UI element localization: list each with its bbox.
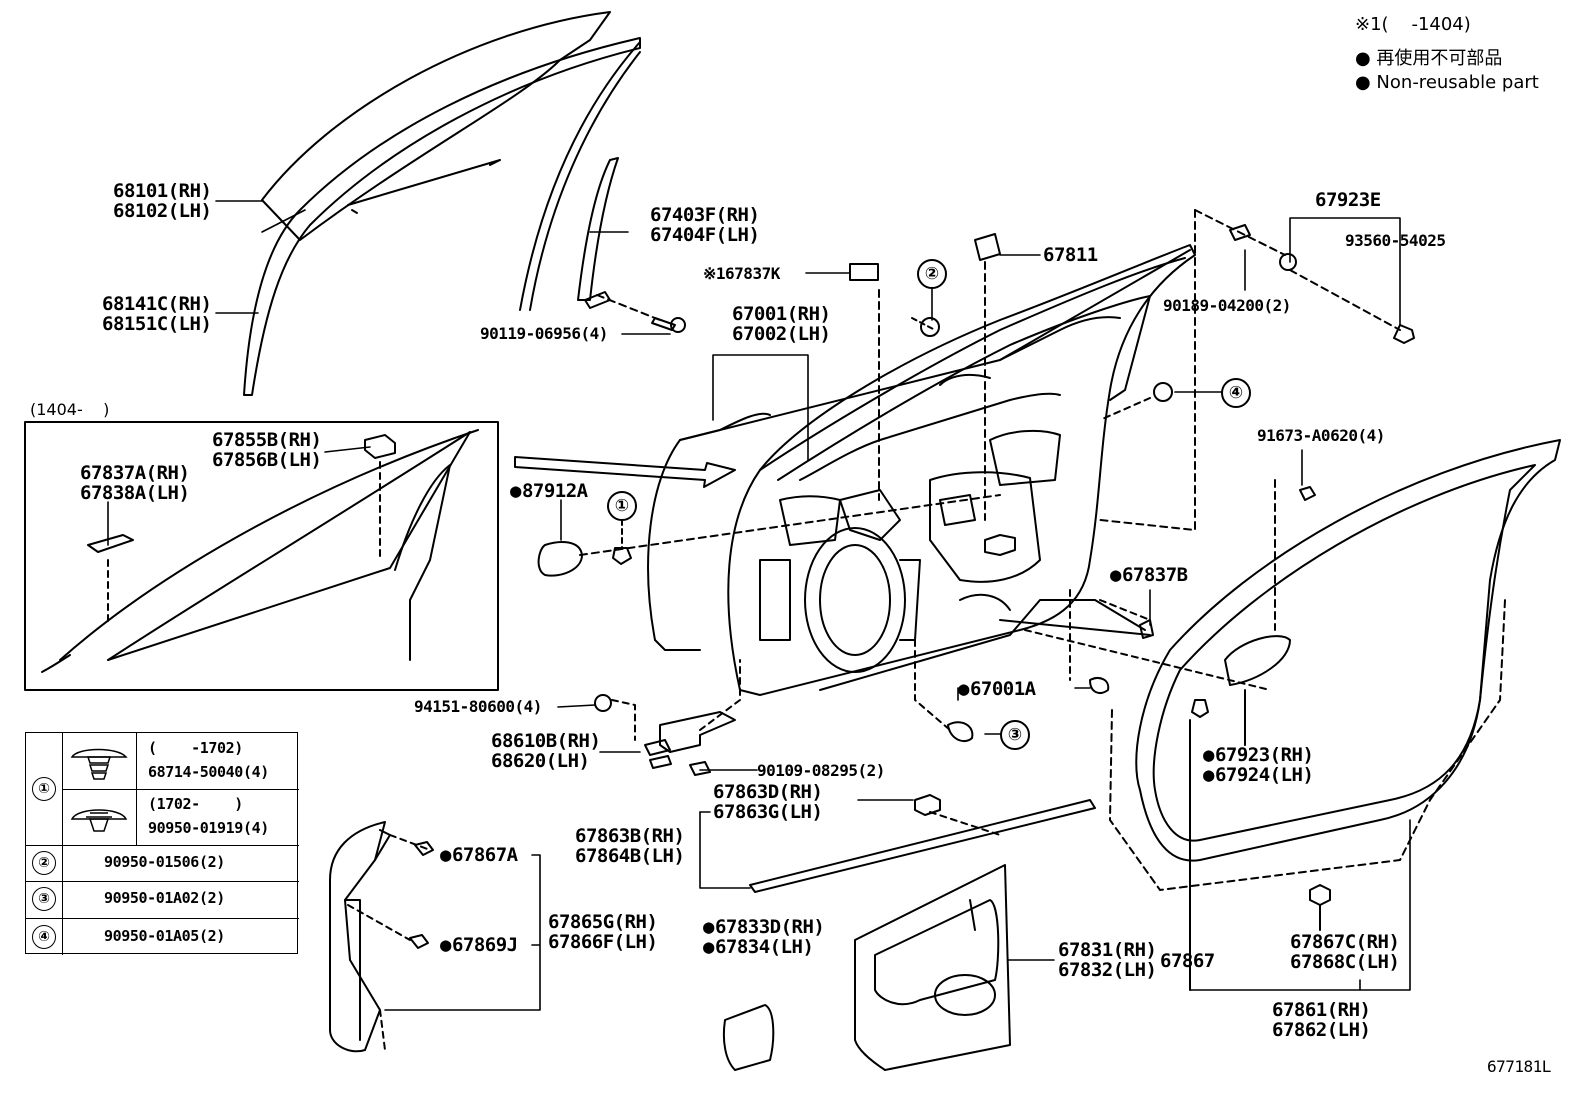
clip-legend-table: ① ( -1702) 68714-50040(4) (1702- ) 90950… — [25, 732, 299, 955]
part-label-67831[interactable]: 67831(RH) — [1058, 939, 1157, 961]
clip-a-icon — [70, 748, 128, 780]
table-range-b: (1702- ) — [148, 795, 243, 813]
leader-lines — [107, 200, 1411, 1011]
part-label-68102[interactable]: 68102(LH) — [113, 200, 212, 222]
trim-panel-drawing — [329, 821, 434, 1053]
part-label-67863b[interactable]: 67863B(RH) — [575, 825, 685, 847]
inset-box — [24, 421, 499, 691]
range-note: ※1( -1404) — [1355, 14, 1471, 35]
table-callout-3: ③ — [32, 887, 56, 911]
part-label-67002[interactable]: 67002(LH) — [732, 323, 831, 345]
part-label-67869j[interactable]: 67869J — [440, 935, 518, 955]
part-label-68101[interactable]: 68101(RH) — [113, 180, 212, 202]
part-label-67863d[interactable]: 67863D(RH) — [713, 781, 823, 803]
part-label-67867a[interactable]: 67867A — [440, 845, 518, 865]
part-label-90119[interactable]: 90119-06956(4) — [480, 324, 608, 343]
part-label-67856b[interactable]: 67856B(LH) — [212, 449, 322, 471]
part-label-67923e[interactable]: 67923E — [1315, 189, 1381, 211]
part-label-67867[interactable]: 67867 — [1160, 950, 1215, 972]
part-label-68141c[interactable]: 68141C(RH) — [102, 293, 212, 315]
part-label-67861[interactable]: 67861(RH) — [1272, 999, 1371, 1021]
callout-2[interactable]: ② — [917, 259, 947, 289]
fasteners-drawing — [537, 209, 1415, 743]
part-label-90189[interactable]: 90189-04200(2) — [1163, 296, 1291, 315]
part-label-67834[interactable]: 67834(LH) — [703, 937, 814, 957]
table-range-a: ( -1702) — [148, 739, 243, 757]
part-label-67837k[interactable]: ※167837K — [703, 264, 780, 283]
non-reusable-note-ja: ● 再使用不可部品 — [1355, 48, 1503, 69]
callout-3[interactable]: ③ — [1000, 720, 1030, 750]
part-label-87912a[interactable]: 87912A — [510, 481, 588, 501]
part-label-67832[interactable]: 67832(LH) — [1058, 959, 1157, 981]
part-label-68620[interactable]: 68620(LH) — [491, 750, 590, 772]
part-label-67924[interactable]: 67924(LH) — [1203, 765, 1314, 785]
table-part-4: 90950-01A05(2) — [104, 927, 225, 945]
part-label-67863g[interactable]: 67863G(LH) — [713, 801, 823, 823]
part-label-67001a[interactable]: 67001A — [958, 679, 1036, 699]
part-label-67923[interactable]: 67923(RH) — [1203, 745, 1314, 765]
table-callout-1: ① — [32, 777, 56, 801]
part-label-67837a[interactable]: 67837A(RH) — [80, 462, 190, 484]
division-bar-drawing — [577, 157, 686, 333]
callout-4[interactable]: ④ — [1221, 378, 1251, 408]
service-cover-drawing — [722, 1004, 775, 1071]
part-label-67862[interactable]: 67862(LH) — [1272, 1019, 1371, 1041]
door-trim-drawing — [854, 864, 1011, 1071]
door-check-drawing — [594, 659, 741, 776]
part-label-67867c[interactable]: 67867C(RH) — [1290, 931, 1400, 953]
inset-range-note: (1404- ) — [30, 400, 110, 419]
belt-moulding-drawing — [749, 794, 1096, 893]
non-reusable-note-en: ● Non-reusable part — [1355, 72, 1539, 93]
weatherstrip-drawing — [1109, 439, 1561, 991]
reference-arrow — [514, 456, 736, 488]
table-callout-2: ② — [32, 851, 56, 875]
part-label-94151[interactable]: 94151-80600(4) — [414, 697, 542, 716]
part-label-68151c[interactable]: 68151C(LH) — [102, 313, 212, 335]
part-label-67404f[interactable]: 67404F(LH) — [650, 224, 760, 246]
table-callout-4: ④ — [32, 925, 56, 949]
table-part-b: 90950-01919(4) — [148, 819, 269, 837]
part-label-67838a[interactable]: 67838A(LH) — [80, 482, 190, 504]
part-label-67833d[interactable]: 67833D(RH) — [703, 917, 825, 937]
clip-b-icon — [70, 809, 128, 832]
glass-run-channel-drawing — [243, 37, 641, 396]
part-label-67864b[interactable]: 67864B(LH) — [575, 845, 685, 867]
part-label-67865g[interactable]: 67865G(RH) — [548, 911, 658, 933]
part-label-67403f[interactable]: 67403F(RH) — [650, 204, 760, 226]
callout-1[interactable]: ① — [607, 491, 637, 521]
part-label-67868c[interactable]: 67868C(LH) — [1290, 951, 1400, 973]
window-glass-drawing — [261, 11, 611, 241]
part-label-67837b[interactable]: 67837B — [1110, 565, 1188, 585]
table-part-3: 90950-01A02(2) — [104, 889, 225, 907]
part-label-90109[interactable]: 90109-08295(2) — [757, 761, 885, 780]
part-label-67811[interactable]: 67811 — [1043, 244, 1098, 266]
table-part-a: 68714-50040(4) — [148, 763, 269, 781]
part-label-67855b[interactable]: 67855B(RH) — [212, 429, 322, 451]
inset-drawing — [41, 429, 479, 673]
figure-id: 677181L — [1487, 1057, 1551, 1076]
part-label-67001[interactable]: 67001(RH) — [732, 303, 831, 325]
part-label-67866f[interactable]: 67866F(LH) — [548, 931, 658, 953]
part-label-68610b[interactable]: 68610B(RH) — [491, 730, 601, 752]
part-label-93560[interactable]: 93560-54025 — [1345, 231, 1446, 250]
table-part-2: 90950-01506(2) — [104, 853, 225, 871]
door-shell-drawing — [647, 244, 1196, 696]
part-label-91673[interactable]: 91673-A0620(4) — [1257, 426, 1385, 445]
